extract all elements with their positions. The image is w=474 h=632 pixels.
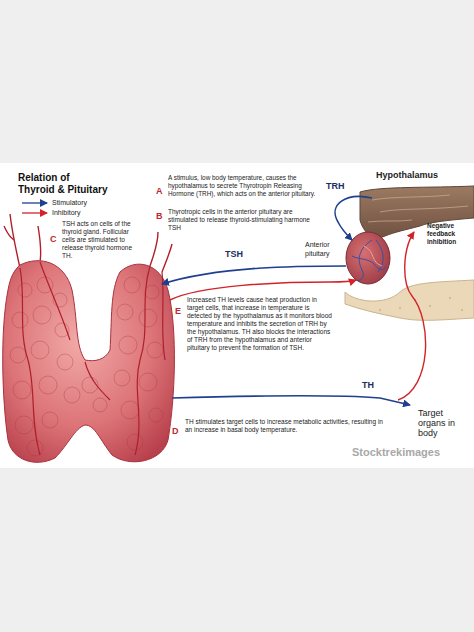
callout-letter: C	[50, 234, 57, 245]
legend-text: Stimulatory	[52, 199, 87, 208]
step-text: Thyrotropic cells in the anterior pituit…	[168, 208, 316, 232]
feedback-label: Negative feedback inhibition	[427, 222, 471, 246]
trh-arrow	[335, 197, 372, 240]
surface-vessels	[20, 262, 165, 455]
legend-text: Inhibitory	[52, 209, 80, 218]
sphenoid-bone	[345, 280, 474, 320]
step-text: A stimulus, low body temperature, causes…	[168, 174, 316, 197]
step-text: Increased TH levels cause heat productio…	[187, 296, 335, 351]
watermark: Stocktrekimages	[352, 446, 440, 459]
thyroid-gland	[3, 261, 175, 463]
th-arrow	[172, 396, 410, 405]
callout-letter: E	[175, 306, 181, 317]
pituitary-vessels	[352, 240, 386, 281]
organ-label: Hypothalamus	[376, 170, 438, 181]
hormone-label: TRH	[326, 181, 345, 192]
step-text: TH stimulates target cells to increase m…	[185, 418, 385, 434]
diagram-title: Relation of Thyroid & Pituitary	[18, 172, 109, 195]
brain-folds	[368, 195, 468, 222]
hormone-label: TH	[362, 380, 374, 391]
anterior-pituitary	[346, 232, 390, 284]
callout-letter: B	[156, 211, 163, 222]
organ-label: Anterior pituitary	[305, 241, 345, 258]
step-text: TSH acts on cells of the thyroid gland. …	[62, 220, 134, 260]
panel-ground	[0, 163, 474, 468]
inhibitory-sample	[22, 212, 47, 213]
hormone-label: TSH	[225, 249, 243, 260]
callout-letter: A	[156, 186, 163, 197]
hypothalamus-brain	[360, 186, 474, 240]
callout-letter: D	[172, 426, 179, 437]
tsh-arrow	[162, 266, 346, 284]
follicle-texture	[10, 277, 163, 456]
bone-texture	[379, 297, 463, 311]
feedback-to-hypothalamus	[398, 232, 426, 400]
stimulatory-sample	[22, 202, 47, 203]
target-label: Target organs in body	[418, 409, 456, 439]
